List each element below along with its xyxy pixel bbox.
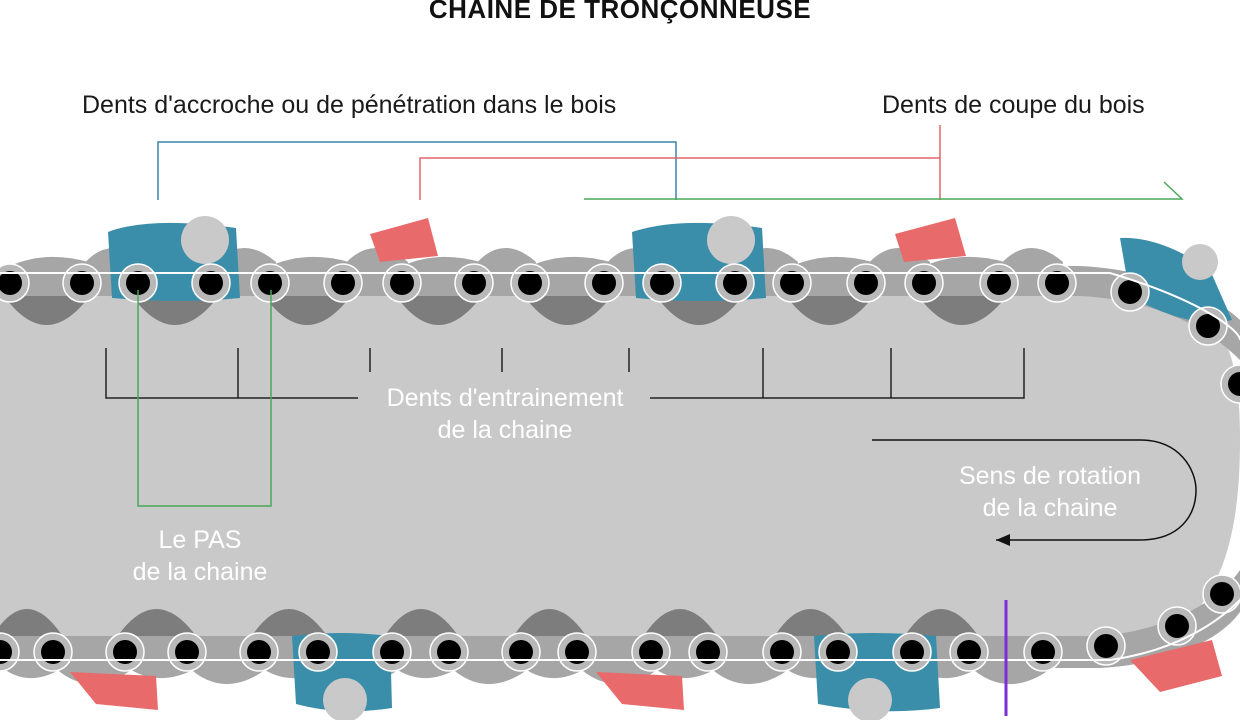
rotation-label: Sens de rotation de la chaine [900, 460, 1200, 524]
pitch-bracket [137, 290, 272, 507]
rivet-hole [126, 271, 150, 295]
pitch-label-line1: Le PAS [158, 526, 242, 554]
rivet-hole [900, 640, 924, 664]
rivet-hole [0, 640, 12, 664]
pitch-label-line2: de la chaine [132, 558, 268, 586]
rivet-hole [1118, 280, 1142, 304]
rivet-hole [1196, 314, 1220, 338]
chain-centerline-curve [1109, 599, 1240, 661]
cutting-tooth [895, 218, 966, 262]
rivet-hole [462, 271, 486, 295]
drive-link [382, 609, 461, 640]
tooth-notch [707, 216, 755, 264]
rotation-arrowhead [996, 534, 1010, 546]
drive-link [641, 609, 720, 640]
rivet-hole [331, 271, 355, 295]
rivet-hole [723, 271, 747, 295]
cutting-teeth-label: Dents de coupe du bois [882, 91, 1145, 119]
pitch-label: Le PAS de la chaine [80, 524, 320, 588]
rivet-hole [1165, 614, 1189, 638]
rivet-hole [0, 271, 22, 295]
rivet-hole [175, 640, 199, 664]
drive-link [772, 609, 850, 640]
drive-link [511, 609, 589, 640]
direction-arrow-top [584, 181, 1184, 200]
rotation-label-line2: de la chaine [982, 494, 1118, 522]
rivet-hole [696, 640, 720, 664]
rivet-hole [639, 640, 663, 664]
rivet-hole [518, 271, 542, 295]
rivet-hole [987, 271, 1011, 295]
drive-link [249, 609, 330, 640]
rivet-hole [780, 271, 804, 295]
chain-centerline-curve [1109, 272, 1240, 341]
drive-link [115, 609, 199, 640]
penetration-teeth-label: Dents d'accroche ou de pénétration dans … [82, 91, 617, 119]
drive-link [914, 290, 1011, 325]
penetration-tooth [1120, 237, 1232, 323]
guide-bar [0, 285, 1240, 650]
cutting-tooth [70, 672, 158, 710]
rivet-hole [199, 271, 223, 295]
tooth-notch [1182, 244, 1218, 280]
rivet-hole [247, 640, 271, 664]
drive-link [782, 290, 878, 325]
rotation-label-line1: Sens de rotation [958, 462, 1142, 490]
rivet-hole [258, 271, 282, 295]
rivet-hole [380, 640, 404, 664]
rivet-hole [41, 640, 65, 664]
rivet-hole [390, 271, 414, 295]
drive-links-label-line1: Dents d'entrainement [386, 384, 624, 412]
rivet-hole [912, 271, 936, 295]
rivet-hole [1045, 271, 1069, 295]
rivet-hole [113, 640, 137, 664]
rivet-hole [826, 640, 850, 664]
drive-links-label-line2: de la chaine [437, 416, 573, 444]
rivet-hole [957, 640, 981, 664]
rivet-hole [1228, 372, 1240, 396]
cutting-leader-line [419, 125, 941, 200]
page-title: CHAINE DE TRONÇONNEUSE [428, 0, 812, 24]
rivet-hole [565, 640, 589, 664]
rivet-hole [1031, 640, 1055, 664]
side-link-curve [1100, 570, 1240, 668]
rivet-hole [854, 271, 878, 295]
drive-link [902, 609, 981, 640]
drive-link [520, 290, 616, 325]
penetration-leader-line [157, 141, 677, 200]
rivet-hole [1094, 634, 1118, 658]
drive-links-bracket [105, 348, 1025, 399]
rivet-hole [306, 640, 330, 664]
bottom-drive-links [0, 609, 981, 640]
rivet-hole [770, 640, 794, 664]
rivet-hole [592, 271, 616, 295]
rivet-hole [1210, 582, 1234, 606]
tooth-notch [181, 216, 229, 264]
tooth-notches [181, 216, 1218, 720]
rivet-hole [650, 271, 674, 295]
cutting-tooth [370, 218, 438, 262]
rivet-hole [437, 640, 461, 664]
drive-links-label: Dents d'entrainement de la chaine [340, 382, 670, 446]
drive-link [0, 609, 65, 640]
cutting-tooth [596, 672, 684, 710]
cutting-teeth [70, 218, 1222, 710]
tooth-notch [848, 678, 892, 720]
cutting-tooth [1130, 640, 1222, 692]
tooth-notch [323, 678, 367, 720]
rivet-hole [70, 271, 94, 295]
rivet-hole [509, 640, 533, 664]
rotation-arrow [872, 439, 1197, 541]
